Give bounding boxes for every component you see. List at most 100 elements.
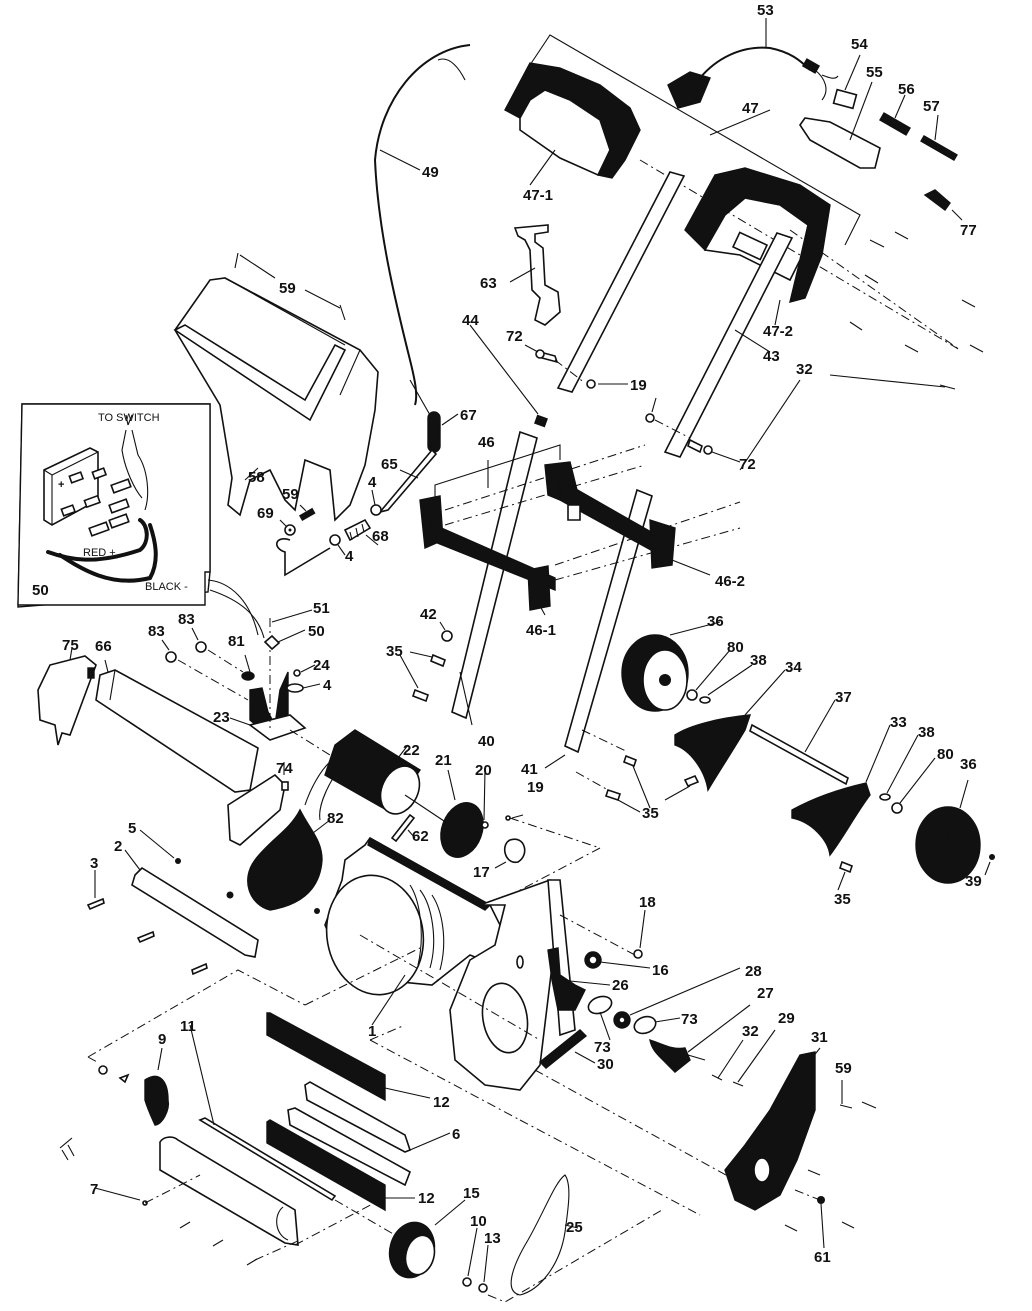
callout-56: 56 (898, 81, 915, 98)
callout-32-lower: 32 (742, 1023, 759, 1040)
callout-7: 7 (90, 1181, 98, 1198)
chute-part (173, 252, 379, 522)
callout-12-upper: 12 (433, 1094, 450, 1111)
callout-26: 26 (612, 977, 629, 994)
handle-assembly (504, 34, 961, 351)
callout-5: 5 (128, 820, 136, 837)
callout-46-1: 46-1 (526, 622, 556, 639)
callout-4-lower: 4 (345, 548, 354, 565)
callout-57: 57 (923, 98, 940, 115)
callout-30: 30 (597, 1056, 614, 1073)
callout-77: 77 (960, 222, 977, 239)
callout-6: 6 (452, 1126, 460, 1143)
callout-28: 28 (745, 963, 762, 980)
callout-37: 37 (835, 689, 852, 706)
callout-labels: 53 54 55 56 57 47 47-1 47-2 77 49 59 63 … (62, 2, 982, 1266)
callout-16: 16 (652, 962, 669, 979)
callout-39: 39 (965, 873, 982, 890)
callout-59-top: 59 (279, 280, 296, 297)
callout-46: 46 (478, 434, 495, 451)
callout-34: 34 (785, 659, 802, 676)
callout-68: 68 (372, 528, 389, 545)
callout-29: 29 (778, 1010, 795, 1027)
motor-assembly (37, 609, 601, 911)
callout-25: 25 (566, 1219, 583, 1236)
callout-21: 21 (435, 752, 452, 769)
callout-3: 3 (90, 855, 98, 872)
callout-74: 74 (276, 760, 293, 777)
spacer-part-44 (534, 414, 548, 428)
callout-17: 17 (473, 864, 490, 881)
callout-9: 9 (158, 1031, 166, 1048)
callout-31: 31 (811, 1029, 828, 1046)
inset-black-label: BLACK - (145, 581, 188, 593)
switch-wiring-inset: + (17, 403, 265, 639)
inset-red-label: RED + (83, 547, 116, 559)
callout-66: 66 (95, 638, 112, 655)
callout-35-left: 35 (386, 643, 403, 660)
callout-61: 61 (814, 1249, 831, 1266)
frame-assembly (399, 430, 741, 813)
callout-58: 58 (248, 469, 265, 486)
callout-22: 22 (403, 742, 420, 759)
callout-54: 54 (851, 36, 868, 53)
callout-72-top: 72 (506, 328, 523, 345)
callout-43: 43 (763, 348, 780, 365)
callout-11: 11 (180, 1018, 196, 1035)
callout-36-left: 36 (707, 613, 724, 630)
callout-80-left: 80 (727, 639, 744, 656)
callout-47-2: 47-2 (763, 323, 793, 340)
callout-24: 24 (313, 657, 330, 674)
spring-parts (879, 94, 958, 162)
switch-cover-part (799, 81, 881, 169)
callout-47: 47 (742, 100, 759, 117)
callout-10: 10 (470, 1213, 487, 1230)
callout-50: 50 (308, 623, 325, 640)
power-cord-part (667, 18, 839, 109)
switch-plunger-part (923, 189, 963, 221)
callout-33: 33 (890, 714, 907, 731)
safety-key-part (509, 224, 561, 326)
callout-83-right: 83 (178, 611, 195, 628)
callout-75: 75 (62, 637, 79, 654)
callout-19-top: 19 (630, 377, 647, 394)
callout-40: 40 (478, 733, 495, 750)
callout-46-2: 46-2 (715, 573, 745, 590)
callout-72-right: 72 (739, 456, 756, 473)
control-cable-part (373, 44, 471, 416)
callout-20: 20 (475, 762, 492, 779)
callout-55: 55 (866, 64, 883, 81)
inset-callout-50: 50 (32, 582, 49, 599)
auger-housing (304, 836, 576, 1121)
callout-73-right: 73 (681, 1011, 698, 1028)
handle-bolts (524, 344, 741, 463)
callout-67: 67 (460, 407, 477, 424)
callout-13: 13 (484, 1230, 501, 1247)
crank-hardware (276, 489, 382, 577)
handle-screws (739, 231, 984, 471)
cord-clip-part (832, 54, 861, 110)
callout-82: 82 (327, 810, 344, 827)
callout-59-lower: 59 (835, 1060, 852, 1077)
callout-69: 69 (257, 505, 274, 522)
svg-text:+: + (58, 479, 64, 491)
callout-38-left: 38 (750, 652, 767, 669)
auger-scraper-parts (59, 829, 663, 1303)
callout-73-left: 73 (594, 1039, 611, 1056)
callout-81: 81 (228, 633, 245, 650)
callout-44: 44 (462, 312, 479, 329)
callout-42: 42 (420, 606, 437, 623)
callout-15: 15 (463, 1185, 480, 1202)
callout-36-right: 36 (960, 756, 977, 773)
callout-4-upper: 4 (368, 474, 377, 491)
callout-51: 51 (313, 600, 330, 617)
callout-2: 2 (114, 838, 122, 855)
callout-27: 27 (757, 985, 774, 1002)
callout-53: 53 (757, 2, 774, 19)
callout-32-top: 32 (796, 361, 813, 378)
callout-4-mount: 4 (323, 677, 332, 694)
callout-63: 63 (480, 275, 497, 292)
inset-to-switch-label: TO SWITCH (98, 412, 160, 424)
callout-12-lower: 12 (418, 1190, 435, 1207)
